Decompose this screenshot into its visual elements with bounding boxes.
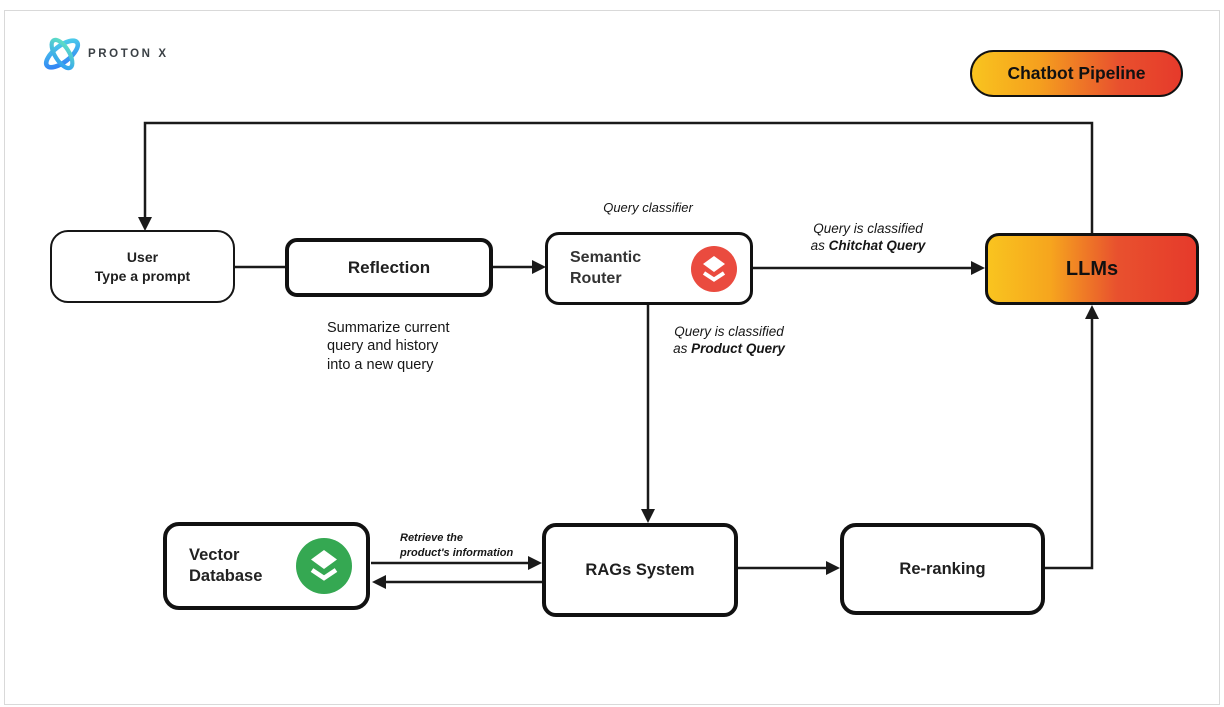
arrowhead-into-vectordb: [372, 575, 386, 589]
edge-reranking-to-llms: [1045, 317, 1094, 570]
node-user: User Type a prompt: [50, 230, 235, 303]
chitchat-line2-bold: Chitchat Query: [828, 237, 926, 253]
re-ranking-label: Re-ranking: [899, 559, 986, 578]
vector-database-label: Vector Database: [189, 545, 262, 588]
user-label: User Type a prompt: [95, 248, 190, 286]
node-semantic-router: Semantic Router: [545, 232, 753, 305]
product-line2-bold: Product Query: [691, 340, 785, 356]
user-label-line2: Type a prompt: [94, 267, 191, 284]
retrieve-description: Retrieve the product's information: [400, 531, 513, 561]
arrowhead-into-llms-bottom: [1085, 305, 1099, 319]
product-label-line2: as Product Query: [629, 341, 829, 358]
summarize-line3: into a new query: [327, 356, 434, 373]
arrowhead-into-reranking: [826, 561, 840, 575]
edge-llms-to-user: [143, 121, 1094, 233]
badge-label: Chatbot Pipeline: [1007, 63, 1146, 83]
product-query-label: Query is classified as Product Query: [629, 324, 829, 357]
semantic-router-label: Semantic Router: [570, 248, 641, 290]
arrowhead-into-rags-top: [641, 509, 655, 523]
vectordb-label-line2: Database: [189, 567, 263, 585]
node-llms: LLMs: [985, 233, 1199, 305]
node-vector-database: Vector Database: [163, 522, 370, 610]
protonx-logo: PROTON X: [38, 30, 169, 78]
node-reflection: Reflection: [285, 238, 493, 297]
llms-label: LLMs: [1065, 257, 1119, 280]
product-label-line1: Query is classified: [674, 324, 784, 339]
summarize-line2: query and history: [327, 338, 439, 355]
arrowhead-into-rags-left: [528, 556, 542, 570]
reflection-description: Summarize current query and history into…: [327, 319, 449, 374]
reflection-label: Reflection: [347, 257, 431, 277]
rags-system-label: RAGs System: [585, 560, 695, 579]
router-label-line1: Semantic: [570, 248, 642, 266]
query-classifier-label: Query classifier: [603, 200, 693, 215]
router-label-line2: Router: [570, 269, 622, 287]
arrowhead-into-llms-left: [971, 261, 985, 275]
layers-stack-icon-green: [296, 538, 352, 594]
layers-stack-icon-red: [691, 245, 737, 292]
chatbot-pipeline-badge: Chatbot Pipeline: [970, 50, 1183, 97]
protonx-atom-icon: [43, 37, 81, 71]
arrowhead-into-user: [138, 217, 152, 231]
chitchat-line2-prefix: as: [810, 237, 829, 253]
node-rags-system: RAGs System: [542, 523, 738, 617]
chitchat-label-line1: Query is classified: [813, 221, 923, 236]
user-label-line1: User: [126, 248, 159, 265]
summarize-line1: Summarize current: [327, 320, 450, 336]
node-re-ranking: Re-ranking: [840, 523, 1045, 615]
arrowhead-into-router: [532, 260, 546, 274]
retrieve-line1: Retrieve the: [400, 532, 463, 544]
vectordb-label-line1: Vector: [189, 545, 240, 564]
product-line2-prefix: as: [673, 340, 692, 356]
chitchat-label-line2: as Chitchat Query: [768, 238, 968, 255]
chitchat-query-label: Query is classified as Chitchat Query: [768, 221, 968, 254]
retrieve-line2: product's information: [400, 546, 514, 559]
protonx-logo-text: PROTON X: [88, 48, 169, 60]
